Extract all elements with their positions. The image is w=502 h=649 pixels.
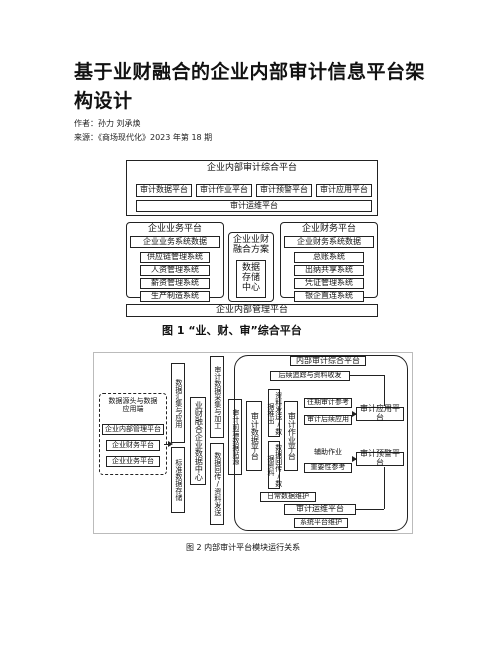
data-return-send: 数据回传/资料发送 <box>210 443 224 525</box>
daily-data-maintenance: 日常数据维护 <box>260 492 316 502</box>
finance-system-1: 总账系统 <box>294 252 364 263</box>
article-source: 来源：《商场现代化》2023 年第 18 期 <box>74 133 213 142</box>
finance-system-3: 凭证管理系统 <box>294 278 364 289</box>
figure-1-caption: 图 1 “业、财、审”综合平台 <box>162 324 302 337</box>
business-system-4: 生产制造系统 <box>140 291 210 302</box>
arrow-head-4 <box>352 411 357 417</box>
business-system-1: 供应链管理系统 <box>140 252 210 263</box>
audit-data-platform-node: 审计数据平台 <box>246 401 262 471</box>
finance-more: ...... <box>294 299 364 308</box>
audit-application-platform: 审计应用平台 <box>316 184 372 197</box>
figure-2-diagram: 数据源头与数据应用端 企业内部管理平台 企业财务平台 企业业务平台 数据汇集与应… <box>93 352 413 534</box>
data-collect-apply: 数据汇集与应用 <box>171 363 185 443</box>
business-data-label: 企业业务系统数据 <box>130 236 220 248</box>
finance-data-label: 企业财务系统数据 <box>284 236 374 248</box>
audit-frontend-data: 审计前端数据贴源 <box>228 399 242 475</box>
arrow-line-7 <box>384 467 385 509</box>
data-return-materials: 数据回传/数据资料 <box>267 441 283 489</box>
business-system-2: 人资管理系统 <box>140 265 210 276</box>
figure-2-caption: 图 2 内部审计平台模块运行关系 <box>186 543 301 552</box>
business-system-3: 薪资管理系统 <box>140 278 210 289</box>
finance-system-2: 出纳共享系统 <box>294 265 364 276</box>
data-storage-center: 数据存储中心 <box>236 260 266 298</box>
audit-ops-platform: 审计运维平台 <box>136 200 372 212</box>
followup-tracking: 后续追踪与资料收发 <box>270 371 350 381</box>
audit-warning-platform: 审计预警平台 <box>256 184 312 197</box>
audit-application-node: 审计应用平台 <box>356 404 404 422</box>
audit-work-platform-node: 审计作业平台 <box>284 401 298 471</box>
data-push-out: 资料发送/数据推出 <box>267 389 283 437</box>
finance-system-4: 银企直连系统 <box>294 291 364 302</box>
arrow-line-1 <box>164 444 170 445</box>
figure-1-diagram: 企业内部审计综合平台 审计数据平台 审计作业平台 审计预警平台 审计应用平台 审… <box>118 160 386 317</box>
standard-data-storage: 标准数据存储 <box>171 447 185 513</box>
center-solution-title: 企业业财融合方案 <box>233 235 270 255</box>
audit-warning-node: 审计预警平台 <box>356 449 404 467</box>
assist-work: 辅助作业 <box>314 448 342 457</box>
internal-audit-platform-title: 内部审计综合平台 <box>290 356 366 366</box>
finance-platform-title: 企业财务平台 <box>301 224 356 234</box>
business-more: ...... <box>140 299 210 308</box>
internal-audit-platform-title: 企业内部审计综合平台 <box>206 163 297 173</box>
internal-management-platform: 企业内部管理平台 <box>126 304 378 317</box>
source-business: 企业业务平台 <box>106 456 160 467</box>
business-platform-title: 企业业务平台 <box>147 224 202 234</box>
source-finance: 企业财务平台 <box>106 440 160 451</box>
importance-reference: 重要性参考 <box>304 463 352 473</box>
past-audit-reference: 往期审计参考 <box>304 398 352 408</box>
data-center-hub: 业财融合企业数据中心 <box>190 397 206 485</box>
data-source-title: 数据源头与数据应用端 <box>108 397 158 413</box>
audit-followup-apply: 审计后续应用 <box>304 415 352 425</box>
article-title: 基于业财融合的企业内部审计信息平台架构设计 <box>74 61 426 112</box>
arrow-head-1 <box>168 441 173 447</box>
arrow-head-5 <box>352 456 357 462</box>
arrow-line-2 <box>350 375 384 376</box>
audit-work-platform: 审计作业平台 <box>196 184 252 197</box>
audit-ops-node: 审计运维平台 <box>284 504 356 515</box>
audit-data-collect: 审计数据采集与加工 <box>210 356 224 438</box>
audit-data-platform: 审计数据平台 <box>136 184 192 197</box>
arrow-line-3 <box>384 375 385 406</box>
system-maintenance: 系统平台维护 <box>294 518 348 528</box>
article-authors: 作者：孙力 刘承焕 <box>74 119 141 128</box>
arrow-line-6 <box>356 509 384 510</box>
internal-audit-panel <box>234 355 408 531</box>
source-internal-management: 企业内部管理平台 <box>102 424 164 435</box>
